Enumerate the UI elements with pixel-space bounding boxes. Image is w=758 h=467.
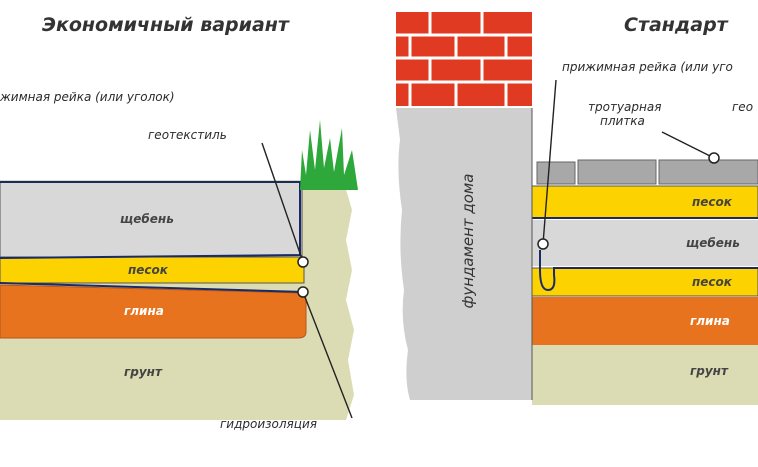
left-geotextile-label: геотекстиль [148,128,227,142]
left-clay-label: глина [124,304,164,318]
brick-wall-icon [396,12,532,106]
left-marker-geotextile [297,256,309,268]
right-gravel-label: щебень [686,236,740,250]
right-paving-label-1: тротуарная [588,100,662,114]
grass-icon [300,120,358,190]
right-pointer-clamp [542,79,557,245]
right-soil-label: грунт [690,364,728,378]
right-clay-layer [532,297,758,345]
left-geotextile-line [0,181,301,259]
left-clamp-label: жимная рейка (или уголок) [0,90,175,104]
right-waterproofing-line [539,250,758,292]
left-pointer-waterproofing [302,291,353,419]
paving-tile [658,159,758,185]
left-pointer-geotextile [261,142,304,263]
foundation-block [396,108,532,400]
left-marker-waterproofing [297,286,309,298]
paving-tile [577,159,657,185]
right-title: Стандарт [624,14,728,36]
right-geo-partial-label: гео [732,100,754,114]
left-gravel-label: щебень [120,212,174,226]
right-marker-paving [708,152,720,164]
left-soil-label: грунт [124,365,162,379]
left-sand-layer [0,256,305,284]
left-waterproofing-label: гидроизоляция [220,417,317,431]
right-marker-clamp [537,238,549,250]
right-soil-area [532,340,758,405]
right-sand-bottom-label: песок [692,275,732,289]
paving-tile [536,161,576,185]
left-title: Экономичный вариант [42,14,289,36]
left-waterproofing-line [0,282,305,293]
left-sand-label: песок [128,263,168,277]
right-sand-top-layer [531,185,758,219]
right-sand-top-label: песок [692,195,732,209]
right-pointer-paving [661,131,715,159]
foundation-label: фундамент дома [459,173,477,309]
right-clamp-label: прижимная рейка (или уго [562,60,733,74]
right-gravel-layer [532,220,758,266]
right-clay-label: глина [690,314,730,328]
right-paving-label-2: плитка [600,114,645,128]
